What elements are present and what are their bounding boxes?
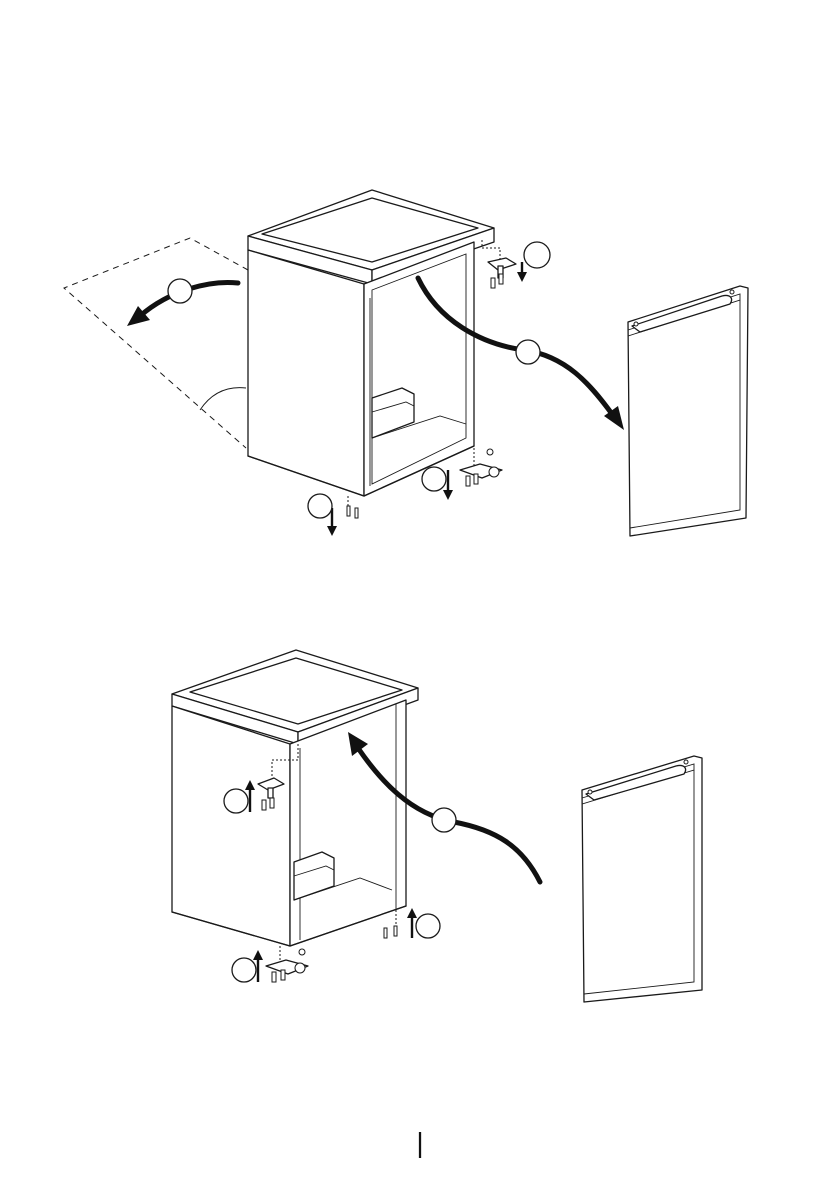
lower-hinge-bracket [266,946,308,974]
arrowhead-down-icon [443,490,453,500]
step-callout-circle [308,494,332,518]
step-callout-circle [422,467,446,491]
upper-hinge-bracket [482,240,516,278]
lower-hinge-bracket [460,448,502,478]
fridge-cabinet [248,190,494,496]
lower-hinge-screws [272,970,285,982]
arrowhead-up-icon [407,908,417,918]
lower-hinge-screws [466,474,478,486]
step-callout-circle [516,340,540,364]
step-callout-circle [432,808,456,832]
panel-reattach-door [172,650,702,1002]
step-callout-circle [232,958,256,982]
fridge-door [582,756,702,1002]
step-callout-circle [224,789,248,813]
step-callout-circle [416,914,440,938]
fridge-door [628,286,748,536]
arrowhead-up-icon [253,950,263,960]
upper-hinge-screws [491,274,503,288]
step-callout-circle [168,279,192,303]
page-marker: | [416,1127,423,1158]
left-foot-screws [347,496,358,518]
panel-remove-door [64,190,748,536]
arrowhead-down-icon [517,272,527,282]
step-callout-circle [524,242,550,268]
right-foot-screws [384,910,397,938]
arrowhead-down-icon [327,526,337,536]
fridge-cabinet [172,650,418,946]
top-cover-swing-outline [64,238,248,448]
